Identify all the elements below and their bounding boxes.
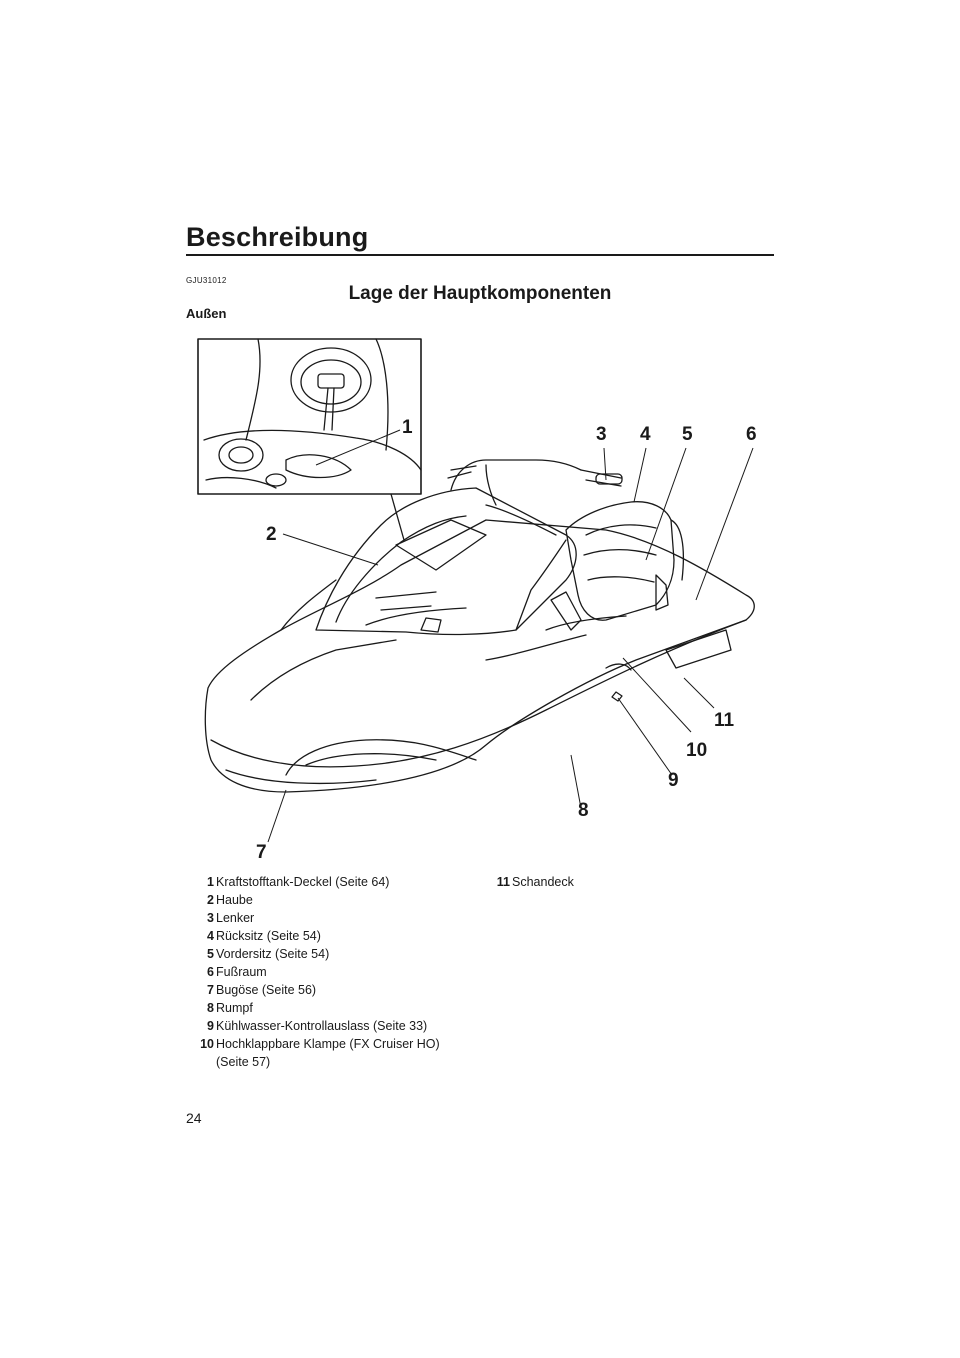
doc-code: GJU31012 <box>186 276 227 285</box>
callout-9: 9 <box>668 770 679 791</box>
hood-outline <box>315 487 577 636</box>
page-heading: Lage der Hauptkomponenten <box>348 283 612 304</box>
watercraft-illustration: 1 2 3 4 5 6 7 8 9 10 11 <box>197 338 757 863</box>
callout-11: 11 <box>714 710 735 731</box>
callout-1: 1 <box>402 417 413 438</box>
page-number: 24 <box>186 1110 202 1126</box>
callout-7: 7 <box>256 842 267 863</box>
title-rule <box>186 254 774 256</box>
leader-lines <box>267 429 754 843</box>
callout-6: 6 <box>746 424 757 445</box>
callout-4: 4 <box>640 424 651 445</box>
hull-outline <box>204 519 755 793</box>
seat-outline <box>550 501 685 631</box>
callout-2: 2 <box>266 524 277 545</box>
inset-fuel-cap-detail <box>197 338 422 495</box>
subheading: Außen <box>186 306 227 321</box>
handlebar-outline <box>447 459 623 506</box>
callout-8: 8 <box>578 800 589 821</box>
section-title: Beschreibung <box>186 222 369 252</box>
callout-5: 5 <box>682 424 693 445</box>
callout-10: 10 <box>686 740 707 761</box>
callout-3: 3 <box>596 424 607 445</box>
